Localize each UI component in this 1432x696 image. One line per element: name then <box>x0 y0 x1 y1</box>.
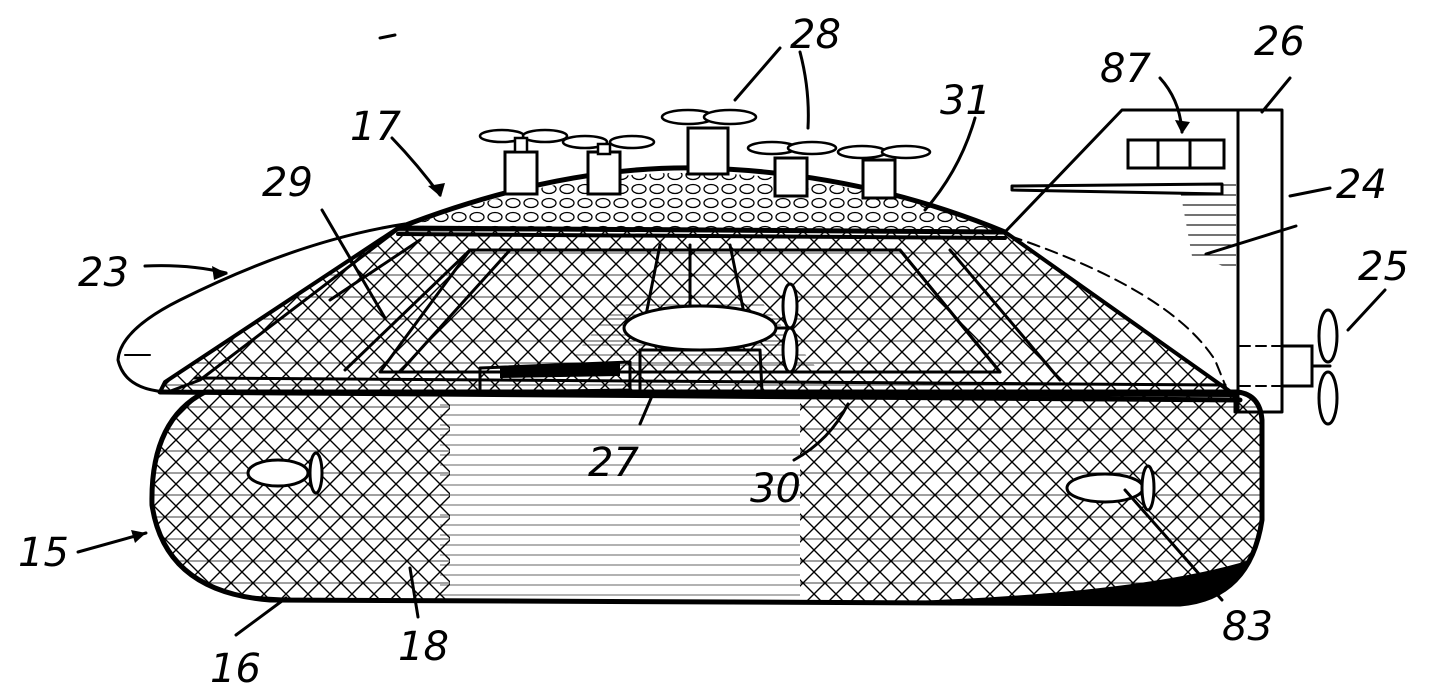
label-23: 23 <box>78 250 129 296</box>
leader-lines <box>76 33 1387 637</box>
rotor-5 <box>836 144 932 200</box>
reference-labels: 15 16 17 18 23 24 25 26 27 28 29 30 31 8… <box>18 12 1409 692</box>
cockpit-pod <box>116 222 407 394</box>
label-28: 28 <box>790 12 841 58</box>
instrument-panel <box>1126 138 1226 170</box>
label-29: 29 <box>262 160 313 206</box>
label-27: 27 <box>588 440 639 486</box>
rotor-1 <box>478 128 569 196</box>
side-thruster-left <box>246 451 324 495</box>
label-15: 15 <box>18 530 69 576</box>
tail-fin <box>1003 108 1284 414</box>
rotor-3 <box>660 108 758 176</box>
label-83: 83 <box>1222 604 1273 650</box>
label-18: 18 <box>398 624 449 670</box>
label-31: 31 <box>940 78 991 124</box>
label-24: 24 <box>1336 162 1387 208</box>
label-30: 30 <box>750 466 801 512</box>
top-rotors <box>478 108 932 200</box>
main-thruster <box>622 282 799 394</box>
rotor-2 <box>561 134 656 196</box>
label-87: 87 <box>1100 46 1151 92</box>
label-17: 17 <box>350 104 401 150</box>
lower-hull <box>149 389 1265 607</box>
rotor-4 <box>746 140 838 198</box>
rear-propeller <box>1239 308 1339 426</box>
label-16: 16 <box>210 646 261 692</box>
label-26: 26 <box>1254 19 1305 65</box>
side-thruster-right <box>1065 464 1156 512</box>
label-25: 25 <box>1358 244 1409 290</box>
